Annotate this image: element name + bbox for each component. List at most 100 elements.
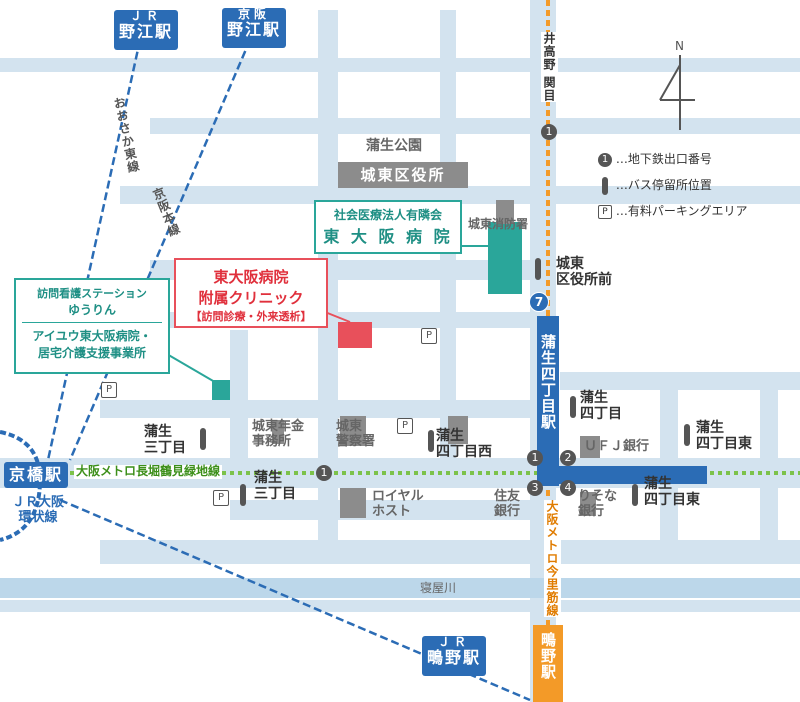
bus-gamo4-higashi-a: 蒲生 四丁目東 (696, 420, 752, 452)
bus-legend-icon (602, 176, 608, 195)
river-neyagawa (0, 578, 800, 598)
aiyuu-line1: アイユウ東大阪病院・ (32, 329, 152, 343)
bus-gamo4-higashi-b: 蒲生 四丁目東 (644, 476, 700, 508)
shigino-metro-station[interactable]: 鴫野駅 (539, 632, 557, 680)
royal-host-line2: ホスト (372, 503, 412, 519)
exit-marker-3: 3 (527, 480, 543, 496)
parking-icon: P (101, 382, 117, 398)
exit-marker-nagahori: 1 (316, 465, 332, 481)
sumitomo-label: 住友 銀行 (494, 489, 521, 520)
bus-gamo4ha-line1: 蒲生 (696, 420, 724, 436)
fire-station-building (496, 200, 514, 224)
aiyuu-building (212, 380, 230, 400)
bus-stop-icon (684, 424, 690, 446)
bus-ward-line1: 城東 (556, 256, 584, 272)
clinic-building (338, 322, 372, 348)
callout-divider (22, 322, 162, 323)
bus-gamo4n-line1: 蒲生 (436, 428, 464, 444)
bus-gamo4-nishi: 蒲生 四丁目西 (436, 428, 492, 460)
sumitomo-line1: 住友 (494, 489, 521, 504)
bus-gamo4ha-line2: 四丁目東 (696, 436, 752, 453)
bus-gamo4a-line1: 蒲生 (580, 390, 608, 406)
clinic-line3: 【訪問診療・外来透析】 (190, 310, 312, 323)
legend-parking: P …有料パーキングエリア (598, 198, 747, 224)
bus-stop-icon (240, 484, 246, 506)
hospital-building (488, 222, 522, 294)
jr-kanjo-label: ＪＲ大阪 環状線 (12, 495, 65, 526)
pension-line2: 事務所 (252, 433, 292, 449)
shigino-line1: ＪＲ (437, 635, 470, 649)
hospital-line1: 社会医療法人有隣会 (333, 208, 442, 222)
parking-legend-icon: P (598, 204, 612, 219)
bus-gamo3-line1: 蒲生 (144, 424, 172, 440)
bus-gamo3b-line1: 蒲生 (254, 470, 282, 486)
bus-ward-office-mae: 城東 区役所前 (556, 256, 612, 288)
pension-building (272, 420, 284, 444)
bus-gamo3-b: 蒲生 三丁目 (254, 470, 296, 502)
bus-ward-line2: 区役所前 (556, 272, 612, 289)
keihan-noe-line1: 京阪 (237, 7, 270, 21)
bus-gamo4a-line2: 四丁目 (580, 406, 622, 423)
clinic-line1: 東大阪病院 (213, 268, 289, 286)
bus-stop-icon (428, 430, 434, 452)
legend-bus-text: …バス停留所位置 (615, 178, 712, 192)
resona-line1: りそな (578, 489, 618, 504)
bus-gamo3: 蒲生 三丁目 (144, 424, 186, 456)
resona-line2: 銀行 (578, 503, 605, 519)
pension-office-label: 城東年金 事務所 (252, 419, 304, 450)
bus-gamo3-line2: 三丁目 (144, 440, 186, 457)
river-label: 寝屋川 (420, 581, 457, 595)
parking-icon: P (397, 418, 413, 434)
bus-stop-icon (632, 484, 638, 506)
clinic-callout[interactable]: 東大阪病院 附属クリニック 【訪問診療・外来透析】 (174, 258, 328, 328)
exit-marker-2: 2 (560, 450, 576, 466)
police-line1: 城東 (336, 419, 363, 434)
bus-stop-icon (535, 258, 541, 280)
gamo-yonchome-station[interactable]: 蒲生四丁目駅 (539, 334, 557, 430)
royal-host-building (340, 488, 366, 518)
jr-noe-station[interactable]: ＪＲ 野江駅 (114, 9, 178, 50)
yuurin-line2: ゆうりん (67, 303, 116, 317)
jr-noe-name: 野江駅 (118, 22, 173, 42)
jr-noe-line1: ＪＲ (129, 9, 162, 23)
kyobashi-station[interactable]: 京橋駅 (4, 462, 68, 488)
resona-building (580, 492, 596, 516)
legend-bus: …バス停留所位置 (598, 172, 747, 198)
ufj-label: ＵＦＪ銀行 (584, 439, 650, 454)
fire-station-label: 城東消防署 (468, 217, 529, 231)
yuurin-line1: 訪問看護ステーション (37, 287, 147, 300)
keihan-noe-station[interactable]: 京阪 野江駅 (222, 7, 286, 48)
legend: 1 …地下鉄出口番号 …バス停留所位置 P …有料パーキングエリア (598, 146, 747, 224)
nagahori-label: 大阪メトロ長堀鶴見緑地線 (74, 464, 223, 479)
compass-icon (659, 55, 695, 130)
imazatosuji-label: 大阪メトロ今里筋線 (544, 500, 561, 617)
jr-kanjo-line2: 環状線 (18, 509, 58, 525)
hospital-callout[interactable]: 社会医療法人有隣会 東 大 阪 病 院 (314, 200, 462, 254)
jr-kanjo-line1: ＪＲ大阪 (12, 495, 65, 510)
legend-exit-text: …地下鉄出口番号 (615, 152, 712, 166)
bus-gamo4hb-line2: 四丁目東 (644, 492, 700, 509)
bus-stop-icon (200, 428, 206, 450)
bus-gamo4n-line2: 四丁目西 (436, 444, 492, 461)
jr-shigino-station[interactable]: ＪＲ 鴫野駅 (422, 635, 486, 676)
bus-gamo3b-line2: 三丁目 (254, 486, 296, 503)
keihan-line (68, 39, 252, 461)
police-line2: 警察署 (336, 433, 376, 449)
bus-stop-icon (570, 396, 576, 418)
parking-icon: P (421, 328, 437, 344)
legend-parking-text: …有料パーキングエリア (615, 204, 748, 218)
exit-marker: 1 (541, 124, 557, 140)
ward-office-label[interactable]: 城東区役所 (338, 162, 468, 188)
ikenodaka-label: 井高野 関目 (541, 32, 558, 103)
resona-label: りそな 銀行 (578, 489, 618, 520)
hospital-name: 東 大 阪 病 院 (323, 227, 453, 246)
ufj-building (580, 436, 600, 458)
aiyuu-line2: 居宅介護支援事業所 (37, 346, 146, 360)
bus-gamo4hb-line1: 蒲生 (644, 476, 672, 492)
yuurin-aiyuu-callout[interactable]: 訪問看護ステーション ゆうりん アイユウ東大阪病院・ 居宅介護支援事業所 (14, 278, 170, 374)
gamo-station-horizontal (537, 466, 707, 484)
exit-marker-1: 1 (527, 450, 543, 466)
exit-marker-4: 4 (560, 480, 576, 496)
bus-gamo4-a: 蒲生 四丁目 (580, 390, 622, 422)
parking-icon: P (213, 490, 229, 506)
